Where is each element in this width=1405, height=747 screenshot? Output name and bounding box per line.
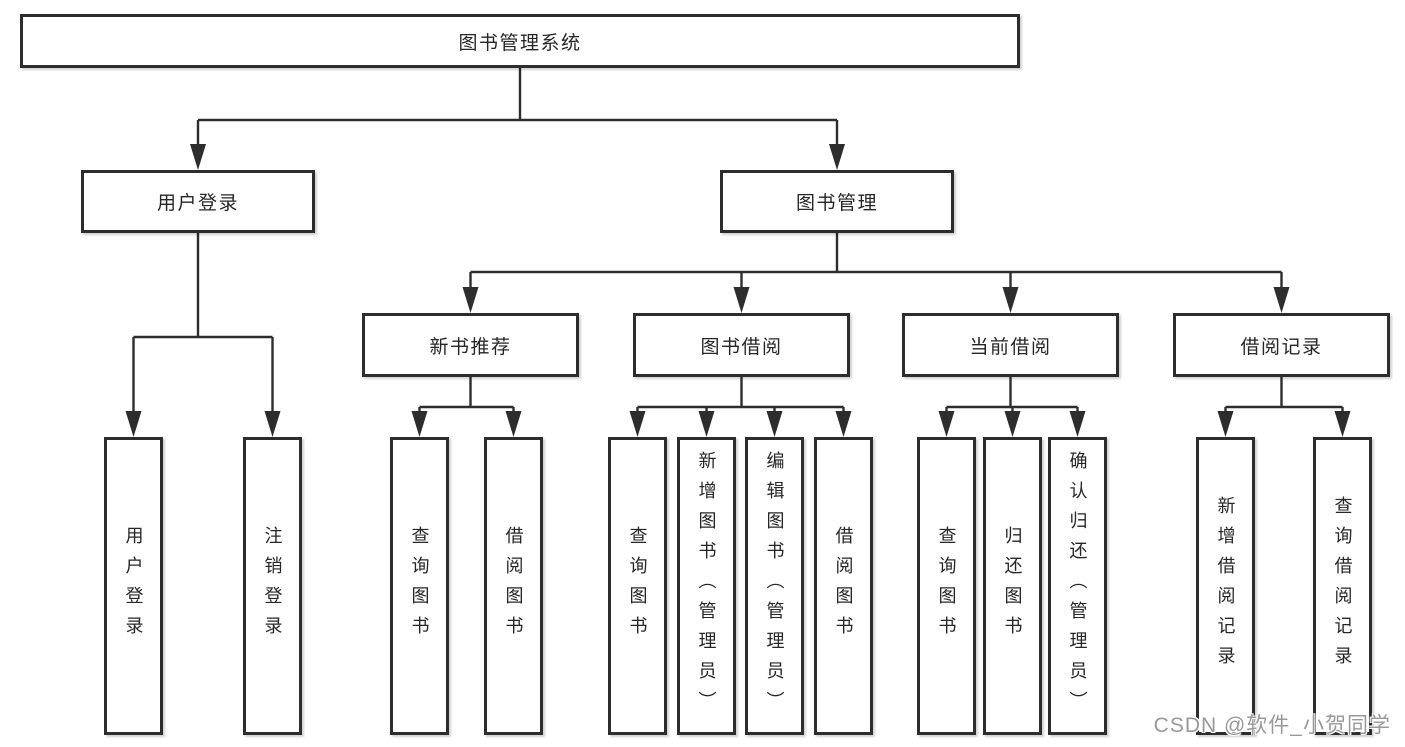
node-label: 图书管理系统 <box>458 32 582 54</box>
node-new-book-recommend: 新书推荐 <box>362 313 579 377</box>
leaf-records-add-record: 新增借阅记录 <box>1196 437 1255 735</box>
leaf-borrow-edit-book-admin: 编辑图书（管理员） <box>745 437 804 735</box>
leaf-logout: 注销登录 <box>243 437 302 735</box>
node-label: 查询借阅记录 <box>1332 496 1353 676</box>
leaf-borrow-add-book-admin: 新增图书（管理员） <box>677 437 736 735</box>
node-user-login: 用户登录 <box>81 170 315 233</box>
leaf-borrow-borrow-book: 借阅图书 <box>814 437 873 735</box>
leaf-recommend-borrow-book: 借阅图书 <box>484 437 543 735</box>
node-borrowing-records: 借阅记录 <box>1173 313 1390 377</box>
leaf-recommend-query-book: 查询图书 <box>390 437 449 735</box>
node-label: 归还图书 <box>1002 526 1023 646</box>
node-label: 借阅记录 <box>1240 336 1323 358</box>
node-label: 图书管理 <box>795 193 878 214</box>
leaf-user-login: 用户登录 <box>104 437 163 735</box>
node-label: 查询图书 <box>627 526 648 646</box>
connector-lines <box>132 68 1344 414</box>
node-label: 确认归还（管理员） <box>1067 451 1088 721</box>
node-label: 新书推荐 <box>429 336 512 358</box>
node-label: 查询图书 <box>936 526 957 646</box>
leaf-borrow-query-book: 查询图书 <box>608 437 667 735</box>
arrowhead-icons <box>125 144 1351 437</box>
node-current-borrowing: 当前借阅 <box>902 313 1119 377</box>
leaf-current-return-book: 归还图书 <box>983 437 1042 735</box>
node-label: 新增图书（管理员） <box>696 451 717 721</box>
node-label: 用户登录 <box>156 193 239 214</box>
leaf-current-query-book: 查询图书 <box>917 437 976 735</box>
leaf-current-confirm-return-admin: 确认归还（管理员） <box>1048 437 1107 735</box>
leaf-records-query-record: 查询借阅记录 <box>1313 437 1372 735</box>
node-label: 编辑图书（管理员） <box>764 451 785 721</box>
node-label: 查询图书 <box>409 526 430 646</box>
node-label: 借阅图书 <box>833 526 854 646</box>
node-label: 用户登录 <box>123 526 144 646</box>
node-label: 注销登录 <box>262 526 283 646</box>
node-label: 图书借阅 <box>700 336 783 358</box>
node-book-management: 图书管理 <box>720 170 954 233</box>
csdn-watermark: CSDN @软件_小贺同学 <box>1153 714 1391 737</box>
node-label: 借阅图书 <box>503 526 524 646</box>
node-label: 新增借阅记录 <box>1215 496 1236 676</box>
node-book-borrowing: 图书借阅 <box>633 313 850 377</box>
node-root-library-management-system: 图书管理系统 <box>20 14 1020 68</box>
node-label: 当前借阅 <box>969 336 1052 358</box>
